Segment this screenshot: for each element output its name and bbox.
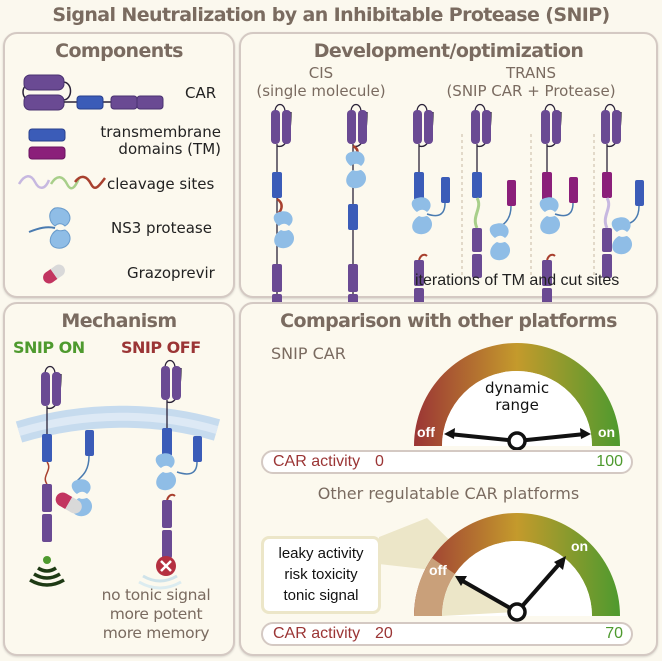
other-off-label: off bbox=[429, 562, 447, 578]
dynamic-range-line2: range bbox=[495, 396, 539, 414]
grazoprevir-pill-icon bbox=[43, 264, 65, 284]
benefit-more-potent: more potent bbox=[109, 605, 203, 623]
transmembrane-label-line1: transmembrane bbox=[100, 123, 221, 141]
cis-subtitle: (single molecule) bbox=[256, 82, 386, 100]
ns3-protease-icon bbox=[28, 207, 71, 249]
snip-off-label: SNIP OFF bbox=[121, 338, 201, 357]
page-title: Signal Neutralization by an Inhibitable … bbox=[52, 4, 610, 26]
snip-car-activity-bar: CAR activity 0 100 bbox=[261, 450, 633, 474]
callout-leaky-activity: leaky activity bbox=[278, 545, 364, 562]
transmembrane-label-line2: domains (TM) bbox=[118, 140, 221, 158]
comparison-panel: Comparison with other platforms SNIP CAR… bbox=[239, 302, 658, 656]
snip-off-construct bbox=[155, 359, 202, 558]
snip-car-activity-label: CAR activity bbox=[273, 453, 361, 470]
other-platforms-title: Other regulatable CAR platforms bbox=[317, 484, 580, 503]
comparison-heading: Comparison with other platforms bbox=[280, 310, 617, 332]
snip-needle-on-head bbox=[580, 428, 591, 439]
no-signal-icon bbox=[138, 556, 182, 590]
cis-title: CIS bbox=[308, 64, 334, 82]
other-car-activity-label: CAR activity bbox=[273, 625, 361, 642]
snip-on-label: on bbox=[598, 424, 616, 440]
construct-diagrams bbox=[270, 103, 644, 344]
snip-off-label: off bbox=[417, 424, 435, 440]
callout-tonic-signal: tonic signal bbox=[283, 587, 359, 604]
other-car-activity-bar: CAR activity 20 70 bbox=[261, 622, 633, 646]
trans-construct-4 bbox=[600, 103, 644, 278]
signal-on-icon bbox=[29, 556, 65, 587]
transmembrane-label: transmembrane domains (TM) bbox=[91, 124, 221, 158]
cleavage-site-icon bbox=[17, 175, 107, 190]
other-gauge-arc bbox=[414, 513, 620, 616]
other-max-value: 70 bbox=[605, 625, 623, 642]
other-needle-off bbox=[460, 578, 518, 614]
other-on-label: on bbox=[571, 538, 589, 554]
components-panel: Components CAR transmembrane domains (TM… bbox=[3, 32, 235, 298]
other-gauge-pivot bbox=[507, 602, 527, 622]
car-icon bbox=[22, 74, 164, 111]
mechanism-diagram bbox=[15, 359, 221, 590]
grazoprevir-label: Grazoprevir bbox=[127, 264, 215, 282]
trans-title: TRANS bbox=[506, 64, 556, 82]
snip-needle-off-head bbox=[444, 428, 455, 439]
other-gauge-leak-zone bbox=[414, 558, 455, 616]
snip-gauge-arc bbox=[414, 343, 620, 446]
snip-on-construct bbox=[40, 365, 94, 542]
components-heading: Components bbox=[55, 40, 183, 62]
snip-needle-on bbox=[516, 432, 586, 443]
snip-max-value: 100 bbox=[596, 453, 623, 470]
other-needle-on bbox=[515, 560, 563, 614]
other-needle-off-head bbox=[455, 576, 467, 586]
other-min-value: 20 bbox=[375, 625, 393, 642]
benefit-more-memory: more memory bbox=[102, 624, 210, 642]
snip-needle-off bbox=[448, 432, 518, 443]
snip-gauge-pivot bbox=[507, 431, 527, 451]
other-gauge bbox=[379, 513, 620, 622]
trans-construct-2 bbox=[470, 103, 516, 278]
snip-gauge bbox=[414, 343, 620, 451]
dynamic-range-line1: dynamic bbox=[484, 379, 550, 397]
development-panel: Development/optimization CIS (single mol… bbox=[239, 32, 658, 344]
mechanism-panel: Mechanism SNIP ON SNIP OFF bbox=[3, 302, 235, 656]
car-label: CAR bbox=[185, 84, 217, 102]
iterations-caption: iterations of TM and cut sites bbox=[415, 272, 620, 289]
snip-on-label: SNIP ON bbox=[13, 338, 85, 357]
risk-callout: leaky activity risk toxicity tonic signa… bbox=[261, 536, 381, 614]
snip-dynamic-range-label: dynamic range bbox=[477, 380, 557, 414]
transmembrane-domain-icon bbox=[28, 128, 66, 160]
benefit-no-tonic-signal: no tonic signal bbox=[101, 586, 211, 604]
benefits-list: no tonic signal more potent more memory bbox=[83, 586, 229, 643]
cleavage-sites-label: cleavage sites bbox=[107, 175, 215, 193]
ns3-protease-label: NS3 protease bbox=[111, 219, 212, 237]
other-needle-on-head bbox=[554, 556, 566, 570]
trans-subtitle: (SNIP CAR + Protease) bbox=[446, 82, 616, 100]
snip-min-value: 0 bbox=[375, 453, 384, 470]
callout-risk-toxicity: risk toxicity bbox=[284, 566, 358, 583]
snip-gauge-inner bbox=[442, 371, 592, 446]
development-heading: Development/optimization bbox=[313, 40, 584, 62]
mechanism-heading: Mechanism bbox=[61, 310, 177, 332]
snip-car-title: SNIP CAR bbox=[271, 344, 346, 363]
